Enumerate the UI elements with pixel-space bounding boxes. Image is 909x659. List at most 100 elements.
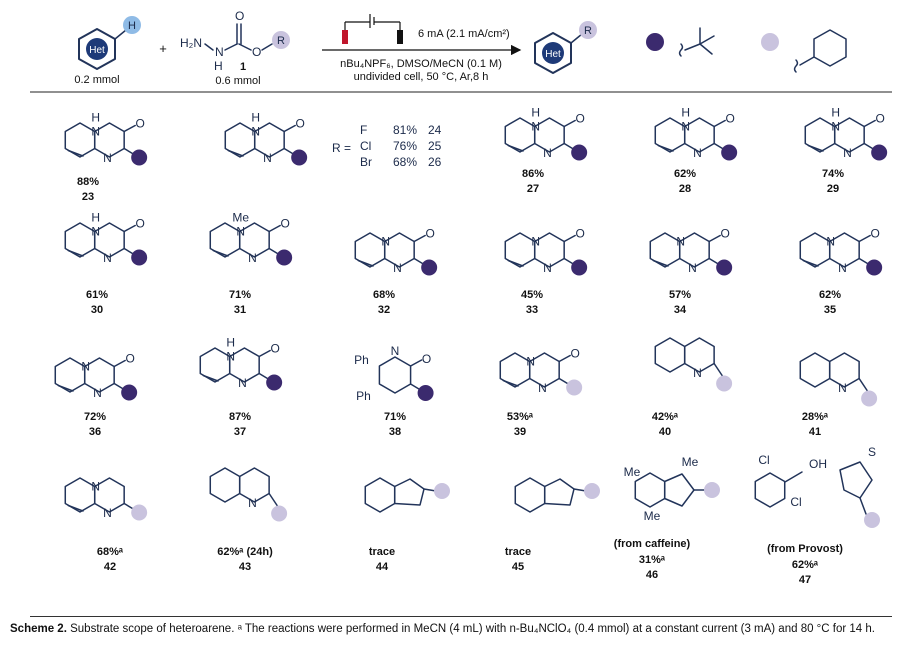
svg-text:N: N	[826, 235, 835, 249]
svg-text:H: H	[831, 106, 840, 120]
svg-text:N: N	[248, 496, 257, 510]
svg-text:H: H	[531, 106, 540, 120]
compound-yield: 42%ᵃ	[652, 411, 679, 423]
svg-text:N: N	[91, 480, 100, 494]
svg-text:Cl: Cl	[790, 495, 801, 509]
svg-text:N: N	[693, 366, 702, 380]
cyclohexyl-icon	[793, 29, 847, 73]
reagent-r: R	[277, 35, 285, 47]
svg-text:Ph: Ph	[354, 353, 369, 367]
compound-yield: 62%	[674, 168, 696, 180]
substituent-dot	[716, 259, 733, 276]
compound-number: 43	[239, 561, 251, 573]
svg-text:H: H	[251, 111, 260, 125]
svg-text:Me: Me	[232, 211, 249, 225]
svg-text:O: O	[135, 217, 144, 231]
svg-text:N: N	[215, 45, 224, 59]
substituent-dot	[704, 482, 720, 498]
compound-yield: 28%ᵃ	[802, 411, 829, 423]
compound-label-27: 86%27	[522, 168, 544, 195]
compound-35: NNO	[799, 227, 883, 276]
compound-34: NNO	[649, 227, 733, 276]
svg-text:Cl: Cl	[360, 139, 371, 153]
compound-number: 27	[527, 183, 539, 195]
compound-yield: 68%ᵃ	[97, 546, 124, 558]
compound-yield: 57%	[669, 289, 691, 301]
svg-text:N: N	[81, 360, 90, 374]
svg-text:H: H	[214, 59, 223, 73]
legend-dark-dot	[646, 33, 664, 51]
compound-41: N	[799, 352, 878, 407]
compound-number: 32	[378, 304, 390, 316]
svg-text:68%: 68%	[393, 155, 417, 169]
atom-h2n: H₂N	[180, 36, 202, 50]
svg-text:OH: OH	[809, 457, 827, 471]
compound-yield: 68%	[373, 289, 395, 301]
substituent-dot	[266, 374, 283, 391]
svg-text:O: O	[235, 9, 244, 23]
svg-text:F: F	[360, 123, 367, 137]
svg-text:N: N	[226, 350, 235, 364]
svg-text:Ph: Ph	[356, 389, 371, 403]
svg-text:N: N	[381, 235, 390, 249]
compound-number: 44	[376, 561, 389, 573]
substituent-dot	[716, 375, 733, 392]
svg-text:O: O	[425, 227, 434, 241]
svg-text:O: O	[252, 45, 261, 59]
compound-label-42: 68%ᵃ 42	[97, 546, 124, 573]
svg-text:26: 26	[428, 155, 442, 169]
compound-label-33: 45%33	[521, 289, 543, 316]
compound-label-32: 68%32	[373, 289, 395, 316]
compound-number: 47	[799, 574, 811, 586]
solvent-text: nBu₄NPF₆, DMSO/MeCN (0.1 M)	[340, 58, 502, 70]
svg-text:N: N	[93, 386, 102, 400]
compound-yield: 72%	[84, 411, 106, 423]
svg-text:24: 24	[428, 123, 442, 137]
compound-yield: 62%	[819, 289, 841, 301]
substituent-dot	[434, 483, 450, 499]
substituent-dot	[131, 504, 148, 521]
svg-text:O: O	[575, 112, 584, 126]
svg-text:N: N	[238, 376, 247, 390]
substituent-dot	[271, 505, 288, 522]
substituent-dot	[121, 384, 138, 401]
compound-yield: 62%ᵃ (24h)	[217, 546, 273, 558]
svg-text:N: N	[843, 146, 852, 160]
caption-text: Substrate scope of heteroarene. ᵃ The re…	[66, 623, 875, 635]
svg-text:N: N	[251, 125, 260, 139]
compound-number: 42	[104, 561, 116, 573]
compound-40: N	[654, 337, 733, 392]
substituent-dot	[571, 144, 588, 161]
substituent-dot	[866, 259, 883, 276]
compound-label-38: 71%38	[384, 411, 406, 438]
compound-number: 30	[91, 304, 103, 316]
substituent-dot	[871, 144, 888, 161]
compound-label-46: (from caffeine)31%ᵃ46	[614, 538, 691, 581]
svg-text:N: N	[538, 381, 547, 395]
plus-sign: +	[159, 41, 167, 56]
svg-text:O: O	[295, 117, 304, 131]
svg-text:O: O	[422, 352, 431, 366]
substituent-dot	[131, 249, 148, 266]
compound-label-31: 71%31	[229, 289, 251, 316]
het-label: Het	[89, 45, 105, 56]
compound-yield: 31%ᵃ	[639, 554, 666, 566]
svg-text:N: N	[393, 261, 402, 275]
svg-text:O: O	[125, 352, 134, 366]
compound-yield: 87%	[229, 411, 251, 423]
svg-text:O: O	[720, 227, 729, 241]
svg-text:N: N	[263, 151, 272, 165]
svg-text:N: N	[838, 261, 847, 275]
svg-text:N: N	[236, 225, 245, 239]
svg-text:Cl: Cl	[758, 453, 769, 467]
svg-text:Me: Me	[682, 455, 699, 469]
compound-label-35: 62%35	[819, 289, 841, 316]
compound-label-40: 42%ᵃ40	[652, 411, 679, 438]
compound-label-29: 74%29	[822, 168, 844, 195]
